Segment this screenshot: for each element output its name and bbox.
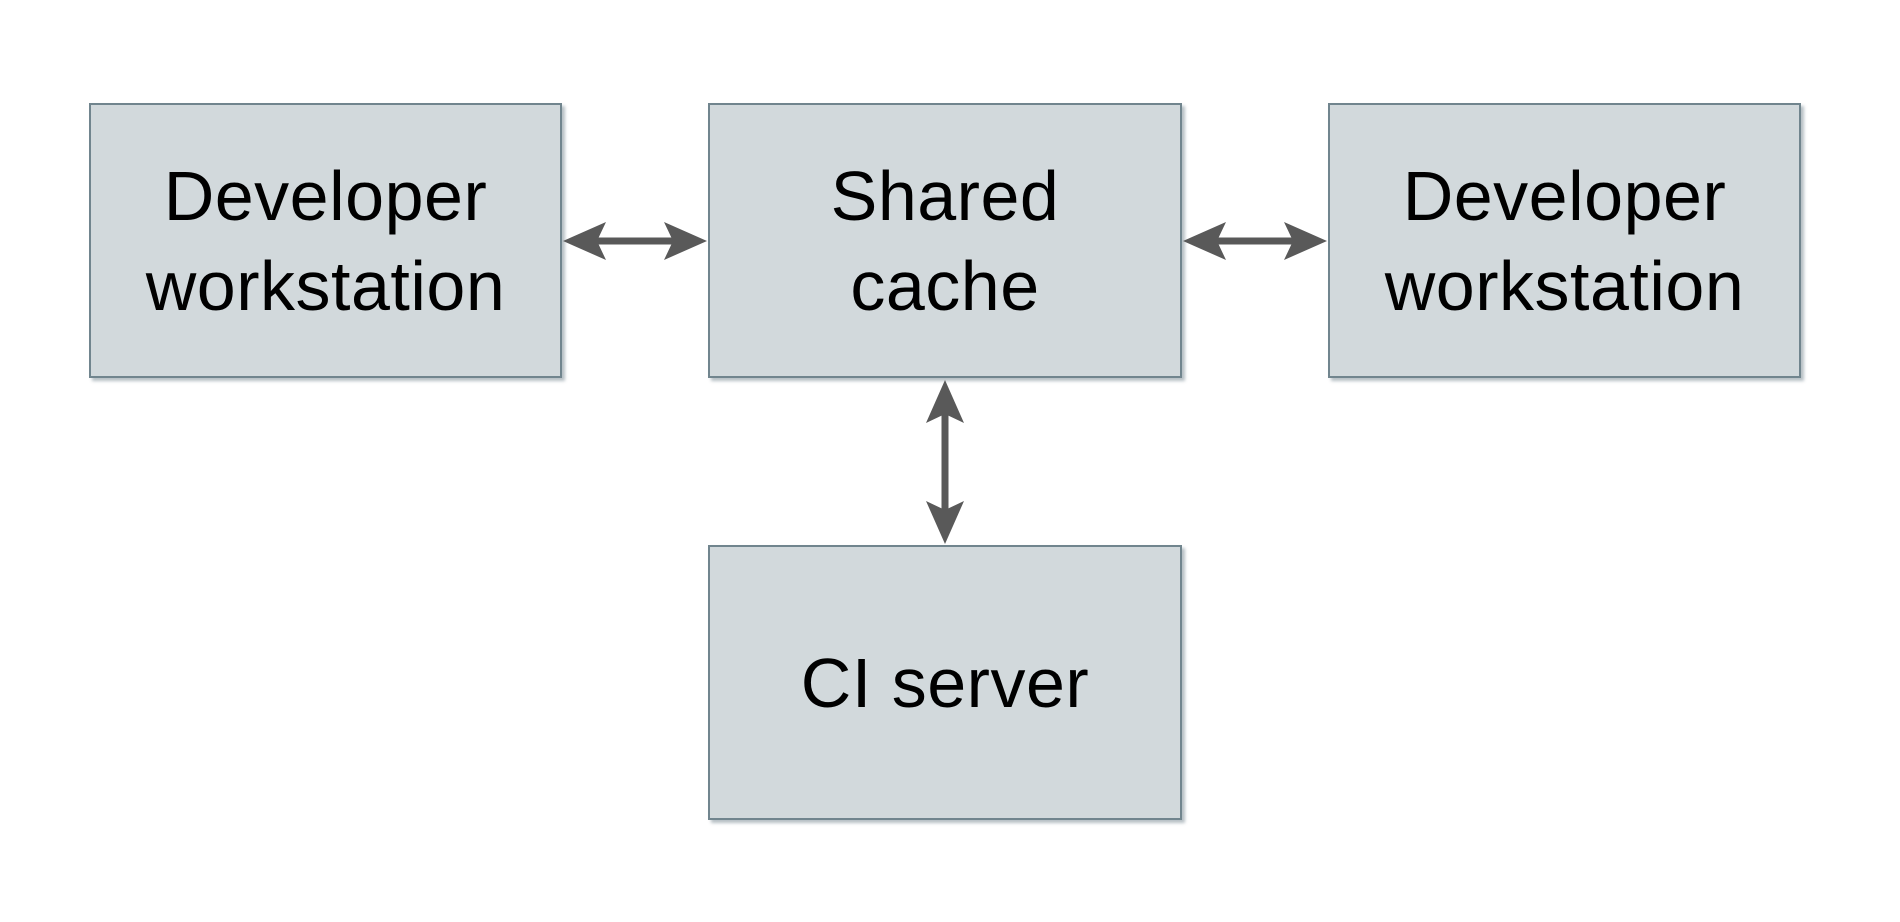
arrow-shaft (941, 409, 949, 515)
arrow-head-down (926, 501, 964, 544)
bidirectional-arrow-cache-to-workstation-right-icon (1183, 222, 1327, 260)
node-label: Shared cache (830, 156, 1060, 325)
bidirectional-arrow-cache-to-ci-server-icon (926, 380, 964, 544)
node-developer-workstation-left: Developer workstation (89, 103, 562, 378)
arrow-shaft (592, 237, 678, 245)
arrow-head-right (1284, 222, 1327, 260)
node-label: Developer workstation (1384, 156, 1745, 325)
node-shared-cache: Shared cache (708, 103, 1182, 378)
node-ci-server: CI server (708, 545, 1182, 820)
arrow-shaft (1212, 237, 1298, 245)
arrow-head-up (926, 380, 964, 423)
arrow-head-right (664, 222, 707, 260)
arrow-head-left (1183, 222, 1226, 260)
arrow-head-left (563, 222, 606, 260)
node-label: Developer workstation (145, 156, 506, 325)
bidirectional-arrow-workstation-left-to-cache-icon (563, 222, 707, 260)
node-label: CI server (800, 643, 1090, 722)
node-developer-workstation-right: Developer workstation (1328, 103, 1801, 378)
